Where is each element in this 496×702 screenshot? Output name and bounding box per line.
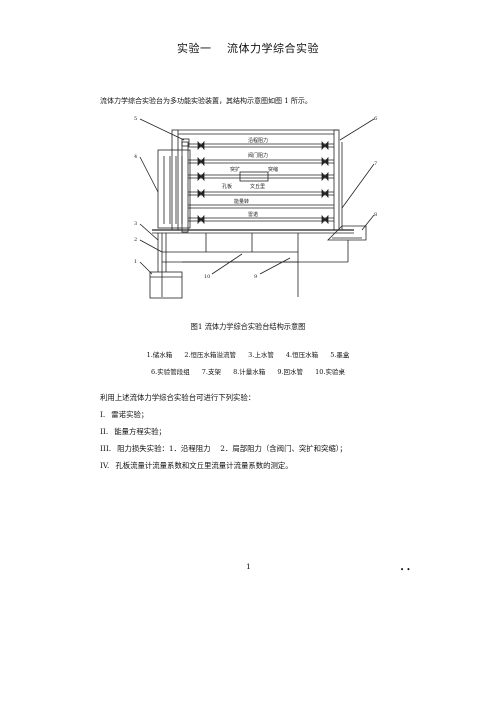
experiments-lead: 利用上述流体力学综合实验台可进行下列实验： (100, 393, 256, 402)
experiment-number: IV. (100, 461, 110, 470)
legend-item: 3.上水管 (248, 351, 274, 359)
experiment-number: III. (100, 444, 112, 453)
legend-row-2: 6.实验管段组 7.支架 8.计量水箱 9.回水管 10.实验桌 (0, 366, 496, 376)
legend-item: 8.计量水箱 (233, 368, 266, 376)
legend-row-1: 1.储水箱 2.恒压水箱溢流管 3.上水管 4.恒压水箱 5.墨盒 (0, 349, 496, 359)
callout-8: 8 (374, 212, 377, 218)
label-tusuo: 突缩 (268, 166, 278, 173)
page-number: 1 (246, 562, 251, 571)
metering-tank (327, 225, 367, 241)
callout-9: 9 (254, 274, 257, 280)
callout-2: 2 (134, 237, 137, 243)
experiment-number: I. (100, 410, 106, 419)
legend-item: 10.实验桌 (315, 368, 345, 376)
callout-7: 7 (374, 161, 377, 167)
experiment-item: IV. 孔板流量计流量系数和文丘里流量计流量系数的测定。 (100, 460, 293, 471)
callout-10: 10 (204, 274, 210, 280)
callout-6: 6 (374, 116, 377, 122)
label-nengliang: 能量转 (234, 198, 249, 205)
callout-1: 1 (134, 259, 137, 265)
legend-item: 1.储水箱 (146, 351, 173, 359)
label-wenqiu: 文丘里 (250, 183, 265, 190)
apparatus-diagram: 沿程阻力 阀门阻力 突扩 突缩 孔板 文丘里 能量转 雷诺 5 6 4 7 8 … (134, 116, 377, 299)
label-tukuo: 突扩 (230, 166, 240, 173)
intro-paragraph: 流体力学综合实验台为多功能实验装置，其结构示意图如图 1 所示。 (100, 97, 312, 105)
experiment-text: 雷诺实验； (111, 410, 149, 419)
callout-3: 3 (134, 221, 137, 227)
experiment-item: II. 能量方程实验； (100, 426, 166, 437)
label-leinuo: 雷诺 (248, 211, 258, 218)
experiment-text: 阻力损失实验：1．沿程阻力 2．局部阻力（含阀门、突扩和突缩）； (117, 444, 347, 453)
page-title: 实验一 流体力学综合实验 (177, 42, 319, 55)
experiment-number: II. (100, 427, 109, 436)
experiment-item: III. 阻力损失实验：1．沿程阻力 2．局部阻力（含阀门、突扩和突缩）； (100, 443, 347, 454)
legend-item: 2.恒压水箱溢流管 (184, 351, 237, 359)
callout-4: 4 (134, 154, 137, 160)
legend-item: 5.墨盒 (330, 351, 350, 359)
experiment-text: 能量方程实验； (114, 427, 166, 436)
callout-5: 5 (134, 116, 137, 122)
ink-box (181, 138, 190, 147)
experiment-text: 孔板流量计流量系数和文丘里流量计流量系数的测定。 (115, 461, 293, 470)
corner-mark: • • (400, 566, 411, 574)
apparatus-figure: 沿程阻力 阀门阻力 突扩 突缩 孔板 文丘里 能量转 雷诺 5 6 4 7 8 … (122, 112, 392, 312)
experiment-item: I. 雷诺实验； (100, 409, 148, 420)
legend-item: 4.恒压水箱 (285, 351, 319, 359)
legend-item: 7.支架 (201, 368, 221, 376)
label-kongban: 孔板 (222, 183, 232, 190)
legend-item: 9.回水管 (277, 368, 304, 376)
legend-item: 6.实验管段组 (151, 368, 190, 376)
label-famen: 阀门阻力 (248, 152, 268, 159)
storage-tank (149, 271, 183, 299)
constant-pressure-tank (157, 149, 191, 229)
label-yanqu: 沿程阻力 (248, 137, 268, 144)
figure-caption: 图1 流体力学综合实验台结构示意图 (190, 322, 306, 331)
